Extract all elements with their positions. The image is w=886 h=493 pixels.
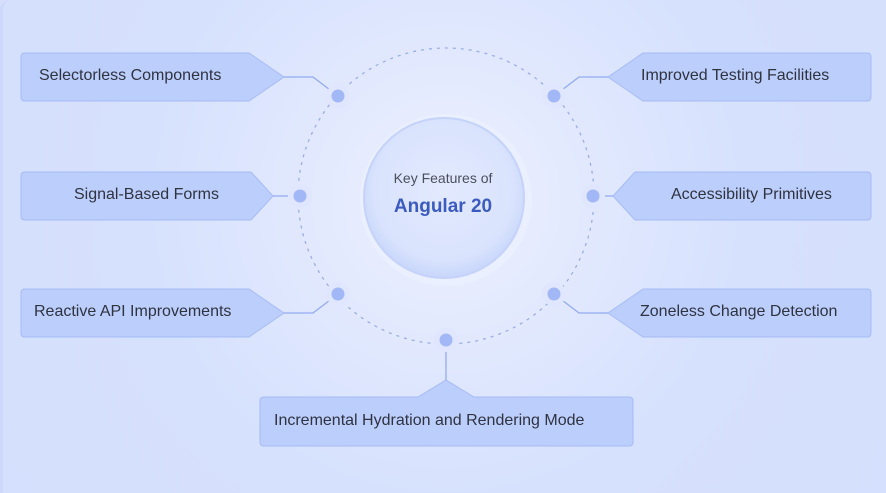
feature-accessibility-primitives: Accessibility Primitives [671, 186, 832, 203]
connector-lines [20, 47, 872, 447]
feature-improved-testing-facilities: Improved Testing Facilities [641, 67, 830, 84]
box-signal-forms [20, 171, 274, 221]
box-hydration [259, 379, 634, 447]
box-reactive-api [20, 288, 285, 338]
center-title: Angular 20 [393, 196, 493, 217]
box-selectorless [20, 52, 285, 102]
feature-signal-based-forms: Signal-Based Forms [74, 186, 219, 203]
box-testing [607, 52, 872, 102]
feature-zoneless-change-detection: Zoneless Change Detection [640, 303, 838, 320]
feature-incremental-hydration: Incremental Hydration and Rendering Mode [274, 412, 585, 429]
node-dot [331, 89, 345, 103]
center-subtitle: Key Features of [393, 170, 493, 186]
center-circle [363, 117, 525, 279]
center-hub: Key Features of Angular 20 [361, 130, 525, 266]
box-accessibility [612, 171, 872, 221]
feature-reactive-api-improvements: Reactive API Improvements [34, 303, 232, 320]
feature-selectorless-components: Selectorless Components [39, 67, 222, 84]
box-zoneless [607, 288, 872, 338]
